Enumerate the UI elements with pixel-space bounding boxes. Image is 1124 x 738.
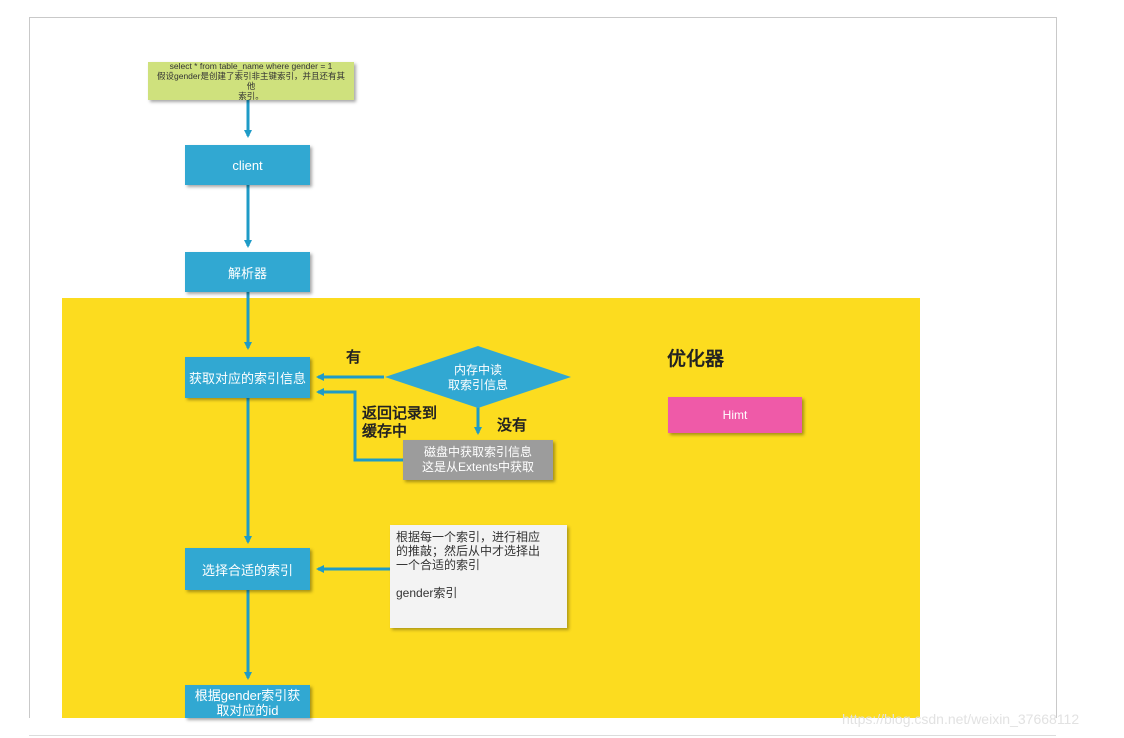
parser-node: 解析器	[185, 252, 310, 292]
no-label: 没有	[497, 417, 528, 434]
cache-back-label: 返回记录到 缓存中	[362, 405, 438, 440]
select-index-node: 选择合适的索引	[185, 548, 310, 590]
page-divider	[29, 735, 1056, 736]
memory-check-diamond	[385, 346, 571, 408]
index-evaluation-note: 根据每一个索引，进行相应 的推敲；然后从中才选择出 一个合适的索引 gender…	[390, 525, 567, 628]
client-node: client	[185, 145, 310, 185]
fetch-id-node: 根据gender索引获 取对应的id	[185, 685, 310, 718]
arrow-disk-back-to-index-info	[316, 388, 403, 462]
optimizer-title: 优化器	[667, 349, 725, 370]
disk-read-node: 磁盘中获取索引信息 这是从Extents中获取	[403, 440, 553, 480]
hint-node: Himt	[668, 397, 802, 433]
yes-label: 有	[346, 349, 362, 366]
memory-check-label: 内存中读 取索引信息	[447, 363, 508, 392]
watermark: https://blog.csdn.net/weixin_37668112	[842, 711, 1080, 727]
query-note: select * from table_name where gender = …	[148, 61, 354, 101]
get-index-info-node: 获取对应的索引信息	[185, 357, 310, 398]
